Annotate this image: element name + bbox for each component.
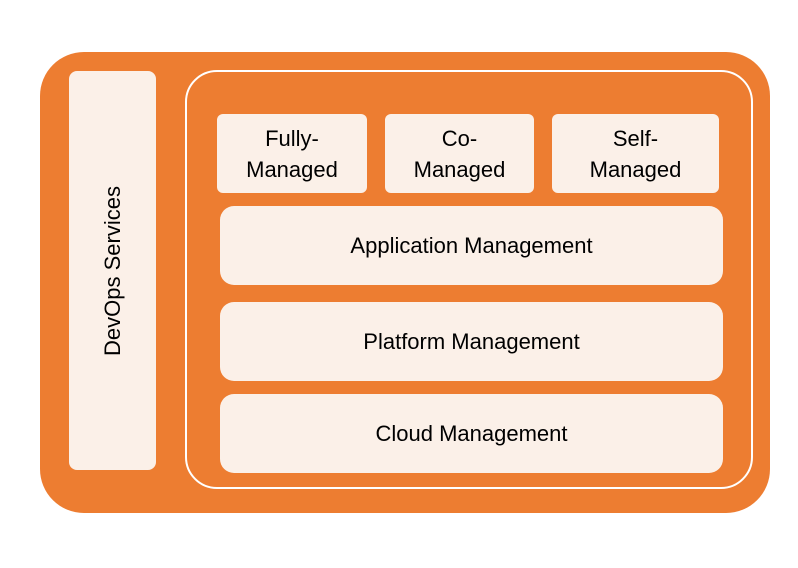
co-managed-box: Co- Managed [385,114,534,193]
devops-services-label: DevOps Services [99,185,125,356]
application-management-layer: Application Management [220,206,723,285]
self-managed-box: Self- Managed [552,114,719,193]
management-frame [185,70,753,489]
fully-managed-box: Fully- Managed [217,114,367,193]
co-managed-label: Co- Managed [413,125,506,182]
devops-services-box: DevOps Services [69,71,156,470]
application-management-label: Application Management [350,232,593,258]
platform-management-label: Platform Management [363,328,580,354]
fully-managed-label: Fully- Managed [246,125,338,182]
self-managed-label: Self- Managed [589,125,682,182]
cloud-management-layer: Cloud Management [220,394,723,473]
platform-management-layer: Platform Management [220,302,723,381]
cloud-management-label: Cloud Management [375,420,568,446]
